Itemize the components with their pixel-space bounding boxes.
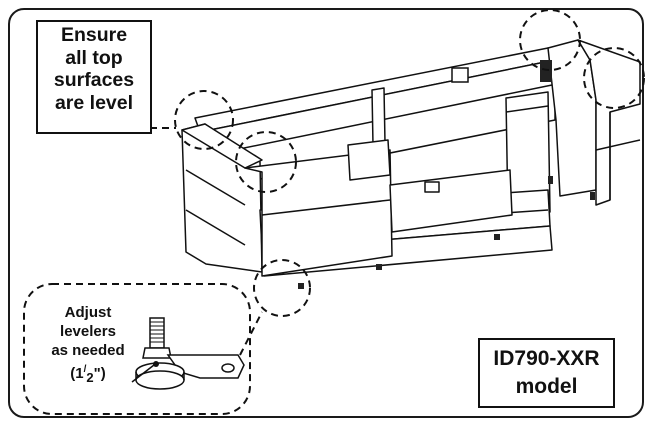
leveler-line-2: levelers: [60, 323, 116, 340]
level-highlight-circle: [174, 90, 234, 150]
note-line-2: all top: [65, 46, 123, 69]
note-line-3: surfaces: [53, 69, 135, 91]
level-highlight-circle: [583, 47, 645, 109]
foot: [494, 234, 500, 240]
corner-clamp: [540, 60, 552, 82]
leveler-instruction-note: Adjust levelers as needed (1/2"): [36, 303, 140, 387]
back-bracket: [451, 67, 469, 83]
leveler-line-1: Adjust: [64, 304, 112, 321]
foot: [298, 283, 304, 289]
note-line-4: are level: [54, 91, 134, 114]
center-rail: [389, 169, 513, 233]
center-bracket: [347, 139, 391, 181]
model-number: ID790-XXR: [493, 347, 600, 370]
leveler-highlight-circle: [253, 259, 311, 317]
model-label-box: ID790-XXR model: [478, 338, 615, 408]
diagram-frame: [8, 8, 644, 418]
size-leader: [131, 364, 155, 383]
leveler-detail-drawing: [135, 317, 245, 390]
level-highlight-circle: [235, 131, 297, 193]
rail-clamp: [424, 181, 440, 193]
level-highlight-circle: [519, 9, 581, 71]
size-open: (1: [70, 365, 84, 382]
foot: [548, 176, 553, 184]
leveler-callout-leader: [239, 311, 263, 356]
leveler-line-3: as needed: [51, 342, 125, 359]
left-top-cap: [181, 123, 263, 169]
size-denominator: 2: [86, 370, 94, 385]
note-line-1: Ensure: [60, 24, 128, 46]
leveler-size: (1/2"): [36, 360, 140, 387]
level-instruction-note: Ensure all top surfaces are level: [36, 20, 152, 134]
foot: [590, 192, 595, 200]
size-close: "): [93, 365, 106, 382]
model-word: model: [515, 375, 578, 398]
foot: [376, 264, 382, 270]
leveler-detail-callout: [23, 283, 251, 415]
size-numerator: /: [83, 364, 87, 375]
